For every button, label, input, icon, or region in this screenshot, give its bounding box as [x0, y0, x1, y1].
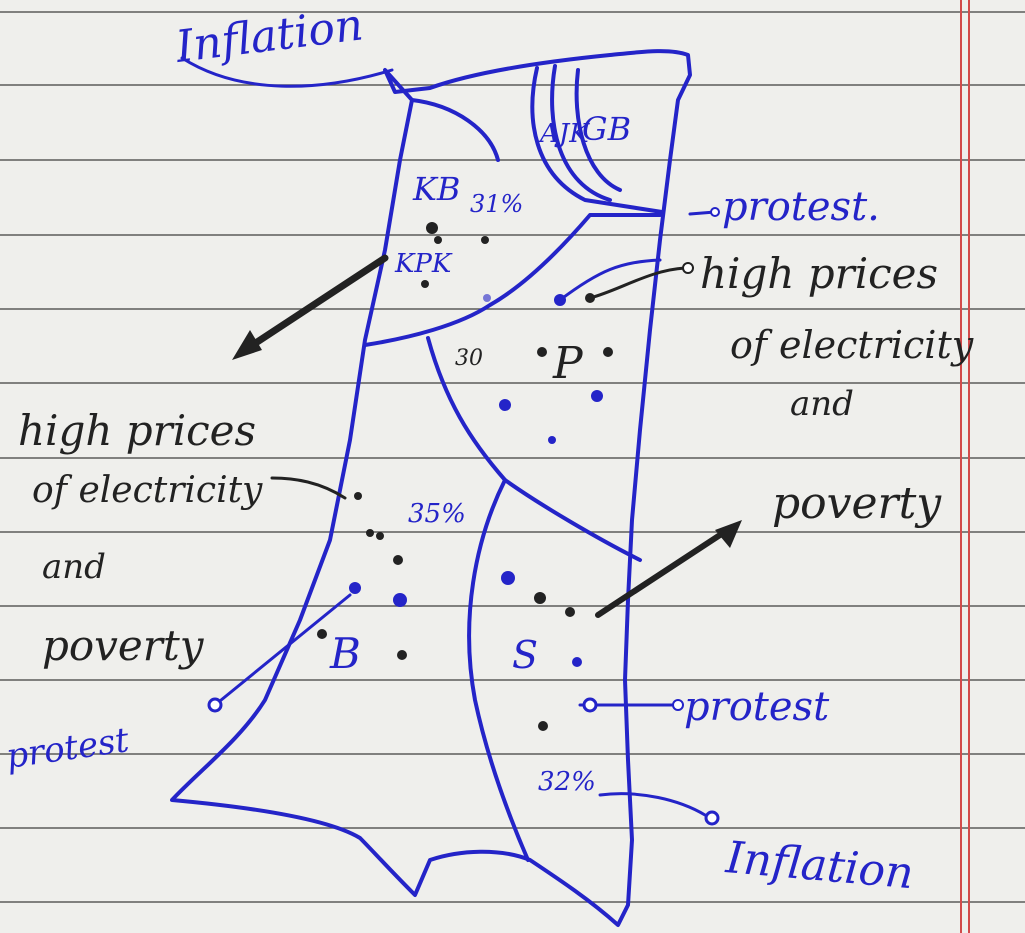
connector-arrows	[180, 56, 742, 826]
protest-label-left: protest	[4, 720, 132, 777]
ajk-label: AJK	[538, 119, 590, 149]
right-of-electricity: of electricity	[730, 323, 974, 367]
sindh-percent: 32%	[538, 767, 596, 797]
left-of-electricity: of electricity	[32, 470, 263, 511]
gb-label: GB	[582, 110, 631, 148]
sindh-label: S	[512, 633, 538, 677]
right-and: and	[790, 384, 854, 424]
balochistan-percent: 35%	[408, 499, 466, 529]
right-poverty: poverty	[772, 478, 942, 529]
inflation-label-bottom: Inflation	[723, 832, 916, 899]
kpk-label: KPK	[394, 249, 453, 279]
balochistan-label: B	[329, 629, 361, 678]
left-high-prices: high prices	[18, 406, 256, 455]
punjab-percent: 30	[455, 346, 483, 371]
kb-label: KB	[412, 170, 460, 208]
protest-label-top: protest.	[722, 184, 880, 230]
punjab-label: P	[552, 338, 584, 389]
margin-line	[960, 0, 970, 933]
protest-label-right: protest	[684, 684, 830, 730]
left-poverty: poverty	[42, 621, 205, 670]
inflation-label-top: Inflation	[172, 0, 366, 73]
pakistan-map-outline	[170, 49, 692, 927]
kb-percent: 31%	[470, 190, 523, 218]
province-dots	[317, 222, 613, 731]
right-high-prices: high prices	[700, 249, 938, 298]
ruled-lines	[0, 11, 1025, 903]
left-and: and	[42, 547, 106, 587]
